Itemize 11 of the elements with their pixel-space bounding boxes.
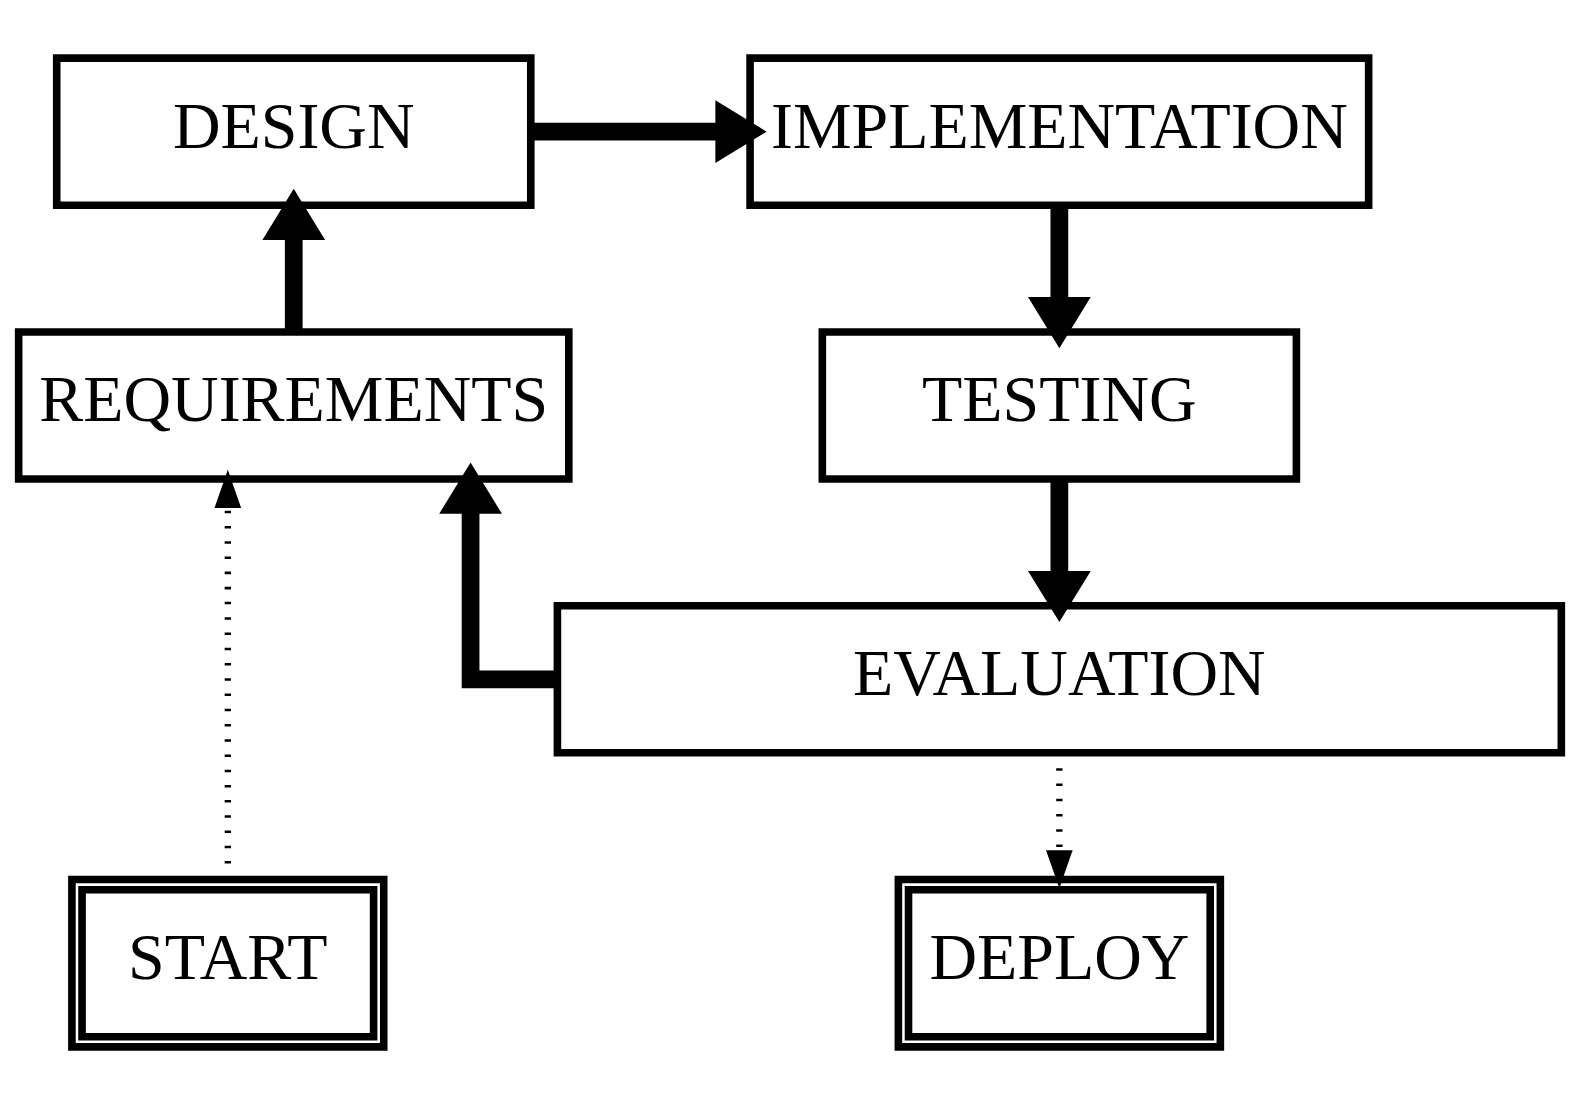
node-box: START (68, 875, 388, 1051)
arrow (1028, 479, 1091, 622)
node-box: EVALUATION (553, 601, 1566, 757)
node-box: REQUIREMENTS (14, 327, 573, 483)
arrow (439, 462, 557, 688)
node-box: DEPLOY (894, 875, 1225, 1051)
node-box: TESTING (818, 327, 1301, 483)
node-box: IMPLEMENTATION (746, 53, 1373, 209)
arrow (262, 188, 326, 331)
node-box: DESIGN (52, 53, 535, 209)
arrow (531, 99, 767, 163)
